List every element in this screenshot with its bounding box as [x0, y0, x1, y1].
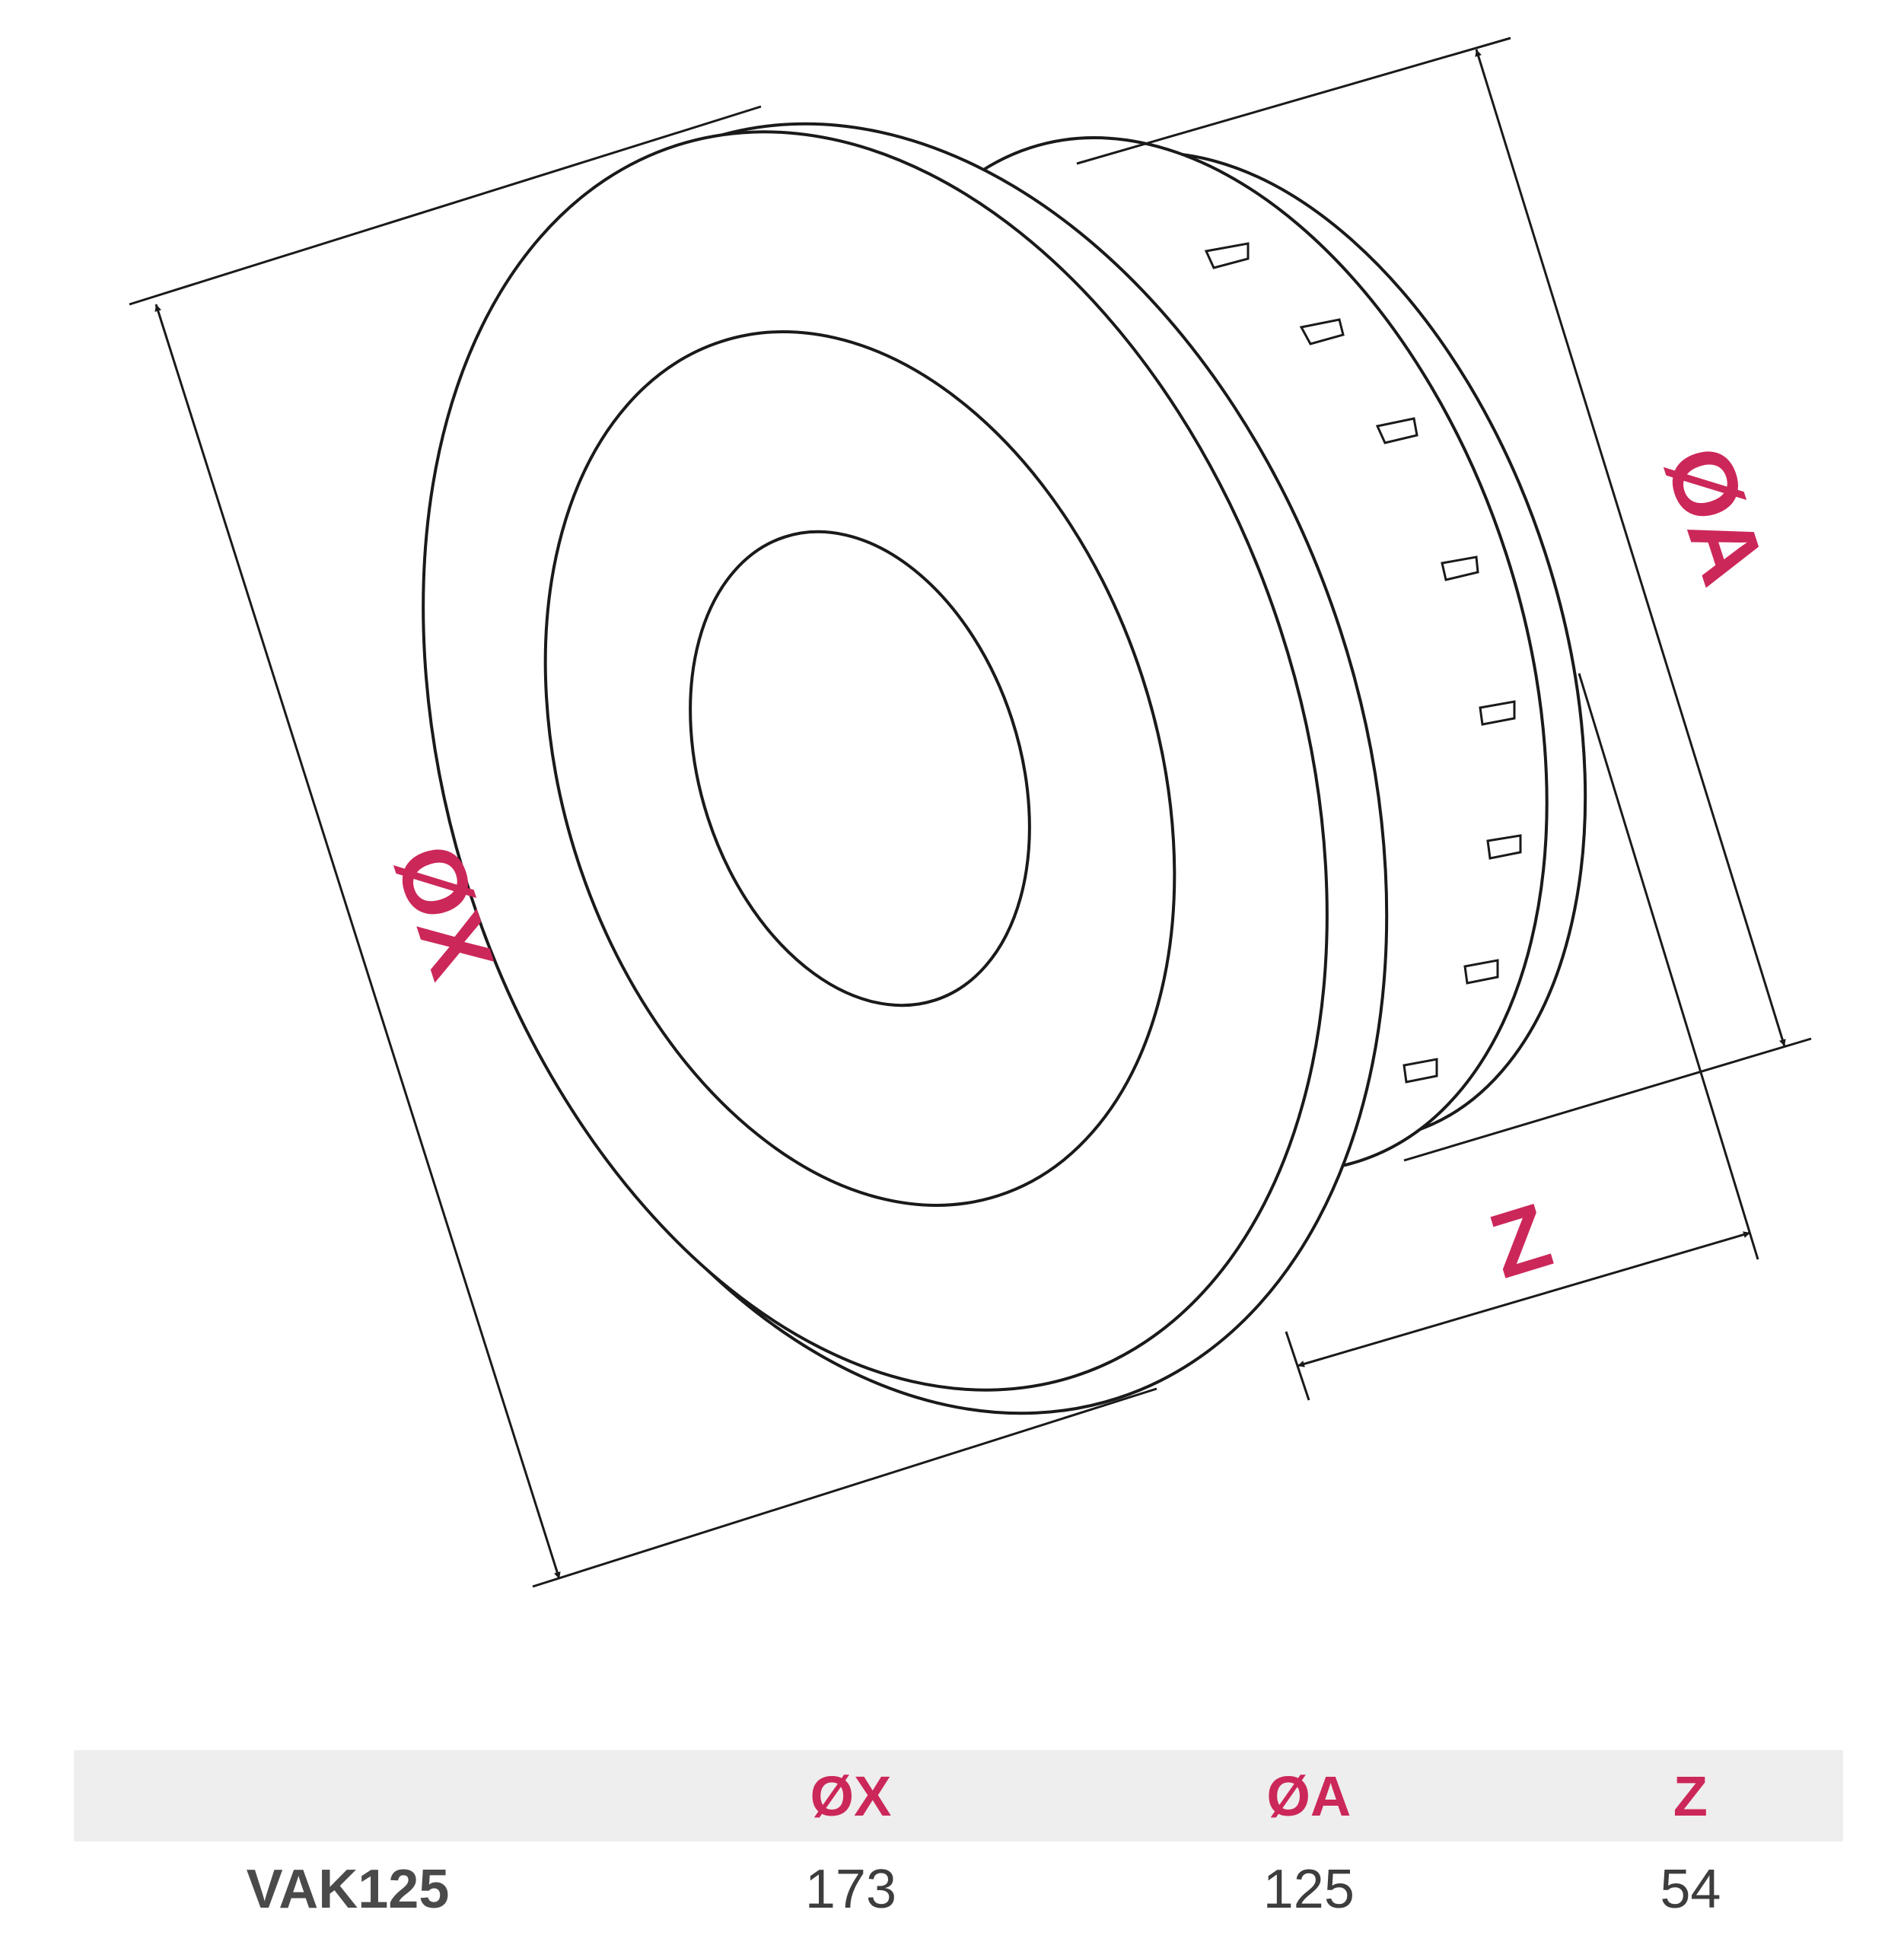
dimension-x-arrow [154, 304, 561, 1580]
table-cell-model: VAK125 [246, 1858, 450, 1920]
table-cell-z: 54 [1660, 1858, 1721, 1920]
table-header-row: ØX ØA Z [74, 1750, 1843, 1841]
dimension-a-arrow [1475, 49, 1786, 1047]
dimension-label-z: Z [1479, 1184, 1562, 1298]
table-header-a: ØA [1079, 1750, 1538, 1841]
table-cell-a: 125 [1262, 1858, 1355, 1920]
table-header-model [74, 1750, 622, 1841]
product-dimension-drawing: ØX ØA Z [129, 37, 1812, 1588]
table-header-x: ØX [622, 1750, 1080, 1841]
table-row: VAK125 173 125 54 [74, 1841, 1843, 1937]
dimension-table: ØX ØA Z VAK125 173 125 54 [74, 1750, 1843, 1937]
dimension-label-a: ØA [1645, 434, 1785, 597]
dimension-z-arrow [1297, 1231, 1751, 1367]
disc-center [689, 530, 1031, 1007]
table-cell-x: 173 [804, 1858, 896, 1920]
disc-inner-ring [543, 330, 1176, 1207]
dimension-lines [129, 37, 1812, 1588]
table-header-z: Z [1537, 1750, 1843, 1841]
valve-body [422, 122, 1587, 1415]
